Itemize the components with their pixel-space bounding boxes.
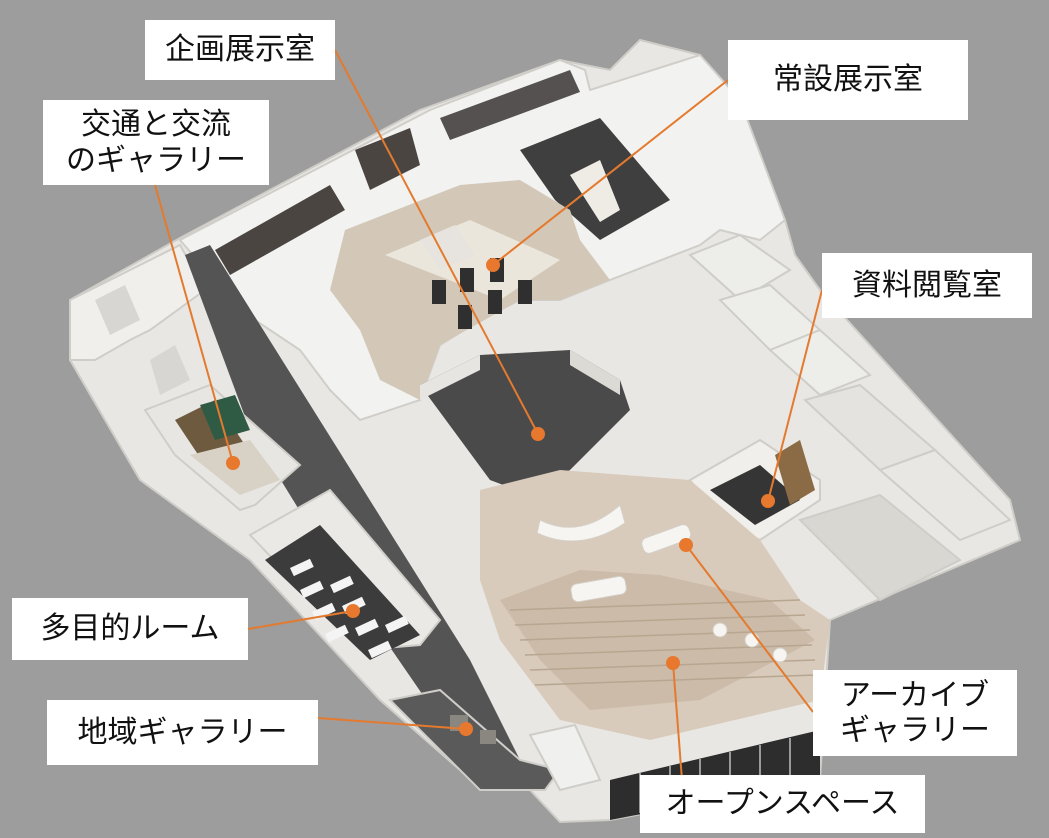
left-corridor (185, 245, 520, 770)
koutsu-gallery-room (143, 383, 302, 512)
marker-koutsu (226, 456, 240, 470)
label-chiiki-text: 地域ギャラリー (77, 714, 288, 750)
leader-shiryou (767, 289, 823, 502)
label-chiiki: 地域ギャラリー (47, 700, 318, 765)
left-rooms (69, 243, 207, 395)
marker-kikaku (531, 427, 545, 441)
label-archive: アーカイブ ギャラリー (813, 670, 1017, 756)
right-rooms (688, 233, 1012, 602)
label-koutsu-line1: 交通と交流 (81, 107, 231, 143)
marker-archive (679, 538, 693, 552)
label-shiryou-text: 資料閲覧室 (852, 267, 1002, 303)
leader-open-space (672, 662, 683, 781)
leader-tamokuteki (247, 610, 354, 630)
label-archive-line2: ギャラリー (840, 713, 990, 748)
label-kikaku: 企画展示室 (145, 20, 335, 80)
label-tamokuteki: 多目的ルーム (12, 598, 248, 660)
label-koutsu: 交通と交流 のギャラリー (43, 100, 269, 185)
label-tamokuteki-text: 多目的ルーム (40, 611, 220, 647)
label-jousetsu-text: 常設展示室 (773, 62, 923, 98)
marker-tamokuteki (346, 604, 360, 618)
label-archive-line1: アーカイブ (840, 677, 990, 713)
leader-koutsu (154, 184, 234, 464)
kikaku-room (420, 350, 630, 495)
tamokuteki-room (248, 488, 442, 660)
marker-shiryou (761, 494, 775, 508)
leader-archive (685, 544, 814, 713)
label-shiryou: 資料閲覧室 (822, 253, 1032, 318)
label-kikaku-text: 企画展示室 (165, 32, 315, 68)
label-koutsu-line2: のギャラリー (66, 142, 246, 178)
marker-jousetsu (486, 258, 500, 272)
leader-jousetsu (492, 79, 729, 266)
markers (226, 258, 775, 736)
marker-open-space (666, 656, 680, 670)
label-jousetsu: 常設展示室 (728, 40, 968, 120)
leader-chiiki (317, 717, 467, 730)
label-open-space-text: オープンスペース (665, 786, 900, 822)
leader-kikaku (334, 49, 539, 435)
label-open-space: オープンスペース (640, 775, 925, 833)
marker-chiiki (459, 722, 473, 736)
leader-lines (154, 49, 823, 781)
open-space-floor (480, 470, 830, 740)
